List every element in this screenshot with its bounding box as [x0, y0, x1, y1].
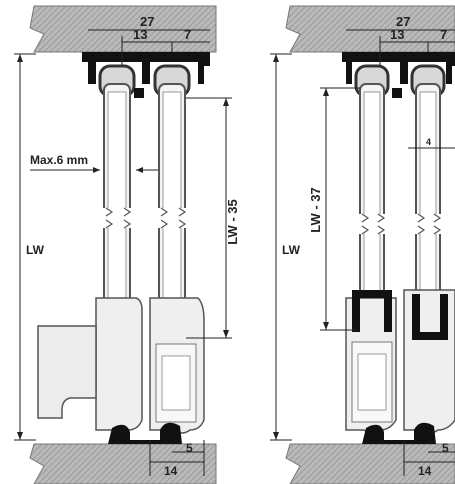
- left-label-height: LW - 35: [225, 199, 240, 245]
- left-floor: [29, 443, 217, 484]
- right-label-lw: LW: [282, 243, 301, 257]
- left-ceiling: [29, 5, 217, 53]
- right-gasket-front: [352, 290, 392, 332]
- right-floor-guide: [362, 422, 436, 444]
- right-drawing: 27 13 7 4 LW LW - 37 5 14: [270, 5, 455, 484]
- right-dim-5: 5: [442, 441, 449, 455]
- right-dim-13: 13: [390, 27, 404, 42]
- left-label-lw: LW: [26, 243, 45, 257]
- left-wall-block: [37, 325, 97, 419]
- left-dim-7: 7: [184, 27, 191, 42]
- right-dim-14: 14: [418, 464, 432, 478]
- right-dim-7: 7: [440, 27, 447, 42]
- left-top-track: [82, 52, 210, 84]
- right-dim-27: 27: [396, 14, 410, 29]
- left-drawing: 27 13 7 Max.6 mm LW LW - 35 5 14: [14, 5, 240, 484]
- right-floor: [285, 443, 455, 484]
- left-dim-5: 5: [186, 441, 193, 455]
- left-dim-27: 27: [140, 14, 154, 29]
- left-label-max-gap: Max.6 mm: [30, 153, 88, 167]
- left-dim-13: 13: [133, 27, 147, 42]
- left-floor-guide: [108, 422, 182, 444]
- right-label-height: LW - 37: [308, 187, 323, 233]
- right-gasket-back: [412, 294, 448, 340]
- left-bottom-housing-front: [95, 297, 143, 434]
- right-ceiling: [285, 5, 455, 53]
- right-dim-4: 4: [426, 137, 431, 147]
- left-dim-14: 14: [164, 464, 178, 478]
- right-top-track: [342, 52, 455, 84]
